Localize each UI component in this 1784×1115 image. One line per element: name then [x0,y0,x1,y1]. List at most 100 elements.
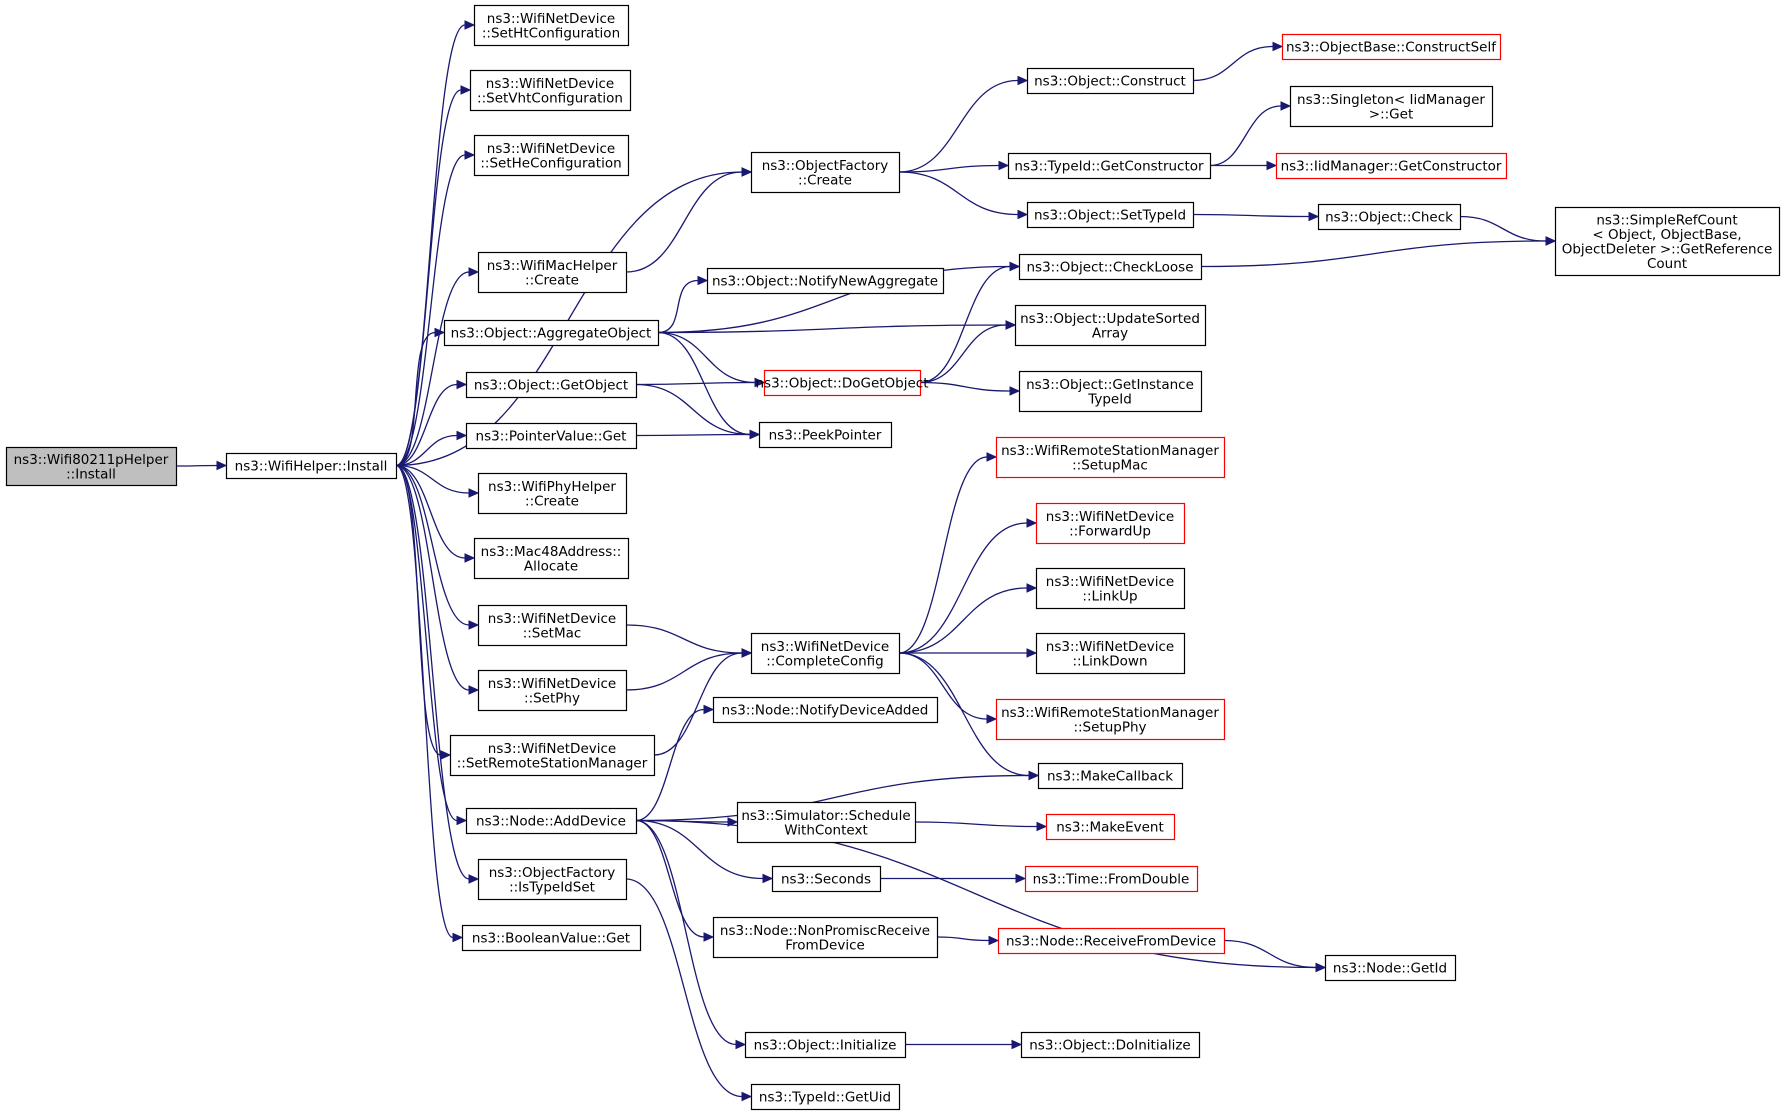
edge-line [653,652,743,756]
node-construct[interactable]: ns3::Object::Construct [1026,67,1195,95]
edge-aggregate-to-notifyagg [657,275,709,334]
edge-getobject-to-dogetobject [635,377,766,388]
node-fromdouble[interactable]: ns3::Time::FromDouble [1024,865,1199,893]
node-getobject[interactable]: ns3::Object::GetObject [465,371,638,399]
node-label: ns3::WifiNetDevice [761,639,889,655]
node-iid_getctor[interactable]: ns3::IidManager::GetConstructor [1275,152,1508,180]
edge-line [625,171,743,273]
node-wifimac_create[interactable]: ns3::WifiMacHelper::Create [477,251,628,294]
node-doinitialize[interactable]: ns3::Object::DoInitialize [1020,1031,1201,1059]
node-obj_check[interactable]: ns3::Object::Check [1317,203,1462,231]
arrowhead-icon [1009,261,1021,272]
node-boolget[interactable]: ns3::BooleanValue::Get [461,924,642,952]
node-linkup[interactable]: ns3::WifiNetDevice::LinkUp [1035,567,1186,610]
node-label: Array [1092,325,1128,341]
node-root[interactable]: ns3::Wifi80211pHelper::Install [5,446,178,487]
node-notifyagg[interactable]: ns3::Object::NotifyNewAggregate [706,267,945,295]
node-singleton_get[interactable]: ns3::Singleton< IidManager>::Get [1289,85,1494,128]
node-constructself[interactable]: ns3::ObjectBase::ConstructSelf [1281,33,1502,61]
node-getid[interactable]: ns3::Node::GetId [1324,954,1457,982]
arrowhead-icon [741,167,753,177]
node-makeevent[interactable]: ns3::MakeEvent [1045,813,1176,841]
edge-aggregate-to-dogetobject [657,331,766,388]
edge-line [395,464,470,880]
node-wh_install[interactable]: ns3::WifiHelper::Install [225,452,398,480]
node-forwardup[interactable]: ns3::WifiNetDevice::ForwardUp [1035,502,1186,545]
node-box [465,807,638,835]
edge-obj_init-to-doinitialize [904,1039,1023,1050]
node-aggregate[interactable]: ns3::Object::AggregateObject [443,319,660,347]
arrowhead-icon [741,1091,753,1102]
node-linkdown[interactable]: ns3::WifiNetDevice::LinkDown [1035,632,1186,675]
edge-line [625,878,743,1098]
node-setmac[interactable]: ns3::WifiNetDevice::SetMac [477,604,628,647]
node-dogetobject[interactable]: ns3::Object::DoGetObject [755,369,929,397]
node-box [1026,201,1195,229]
node-of_create[interactable]: ns3::ObjectFactory::Create [750,151,901,194]
node-label: ns3::Wifi80211pHelper [14,452,169,468]
node-label: Allocate [524,558,578,574]
edge-completeconfig-to-forwardup [898,518,1038,654]
edge-dogetobject-to-checkloose [919,261,1021,384]
node-label: ns3::Node::ReceiveFromDevice [1006,934,1216,950]
node-label: ::SetupPhy [1073,719,1146,735]
node-getrefcount[interactable]: ns3::SimpleRefCount< Object, ObjectBase,… [1554,206,1781,277]
node-box [477,251,628,294]
node-setrsm[interactable]: ns3::WifiNetDevice::SetRemoteStationMana… [449,734,656,777]
node-makecallback[interactable]: ns3::MakeCallback [1037,762,1184,790]
node-receivefromdev[interactable]: ns3::Node::ReceiveFromDevice [997,927,1226,955]
arrowhead-icon [703,704,715,715]
node-completeconfig[interactable]: ns3::WifiNetDevice::CompleteConfig [750,632,901,675]
node-box [473,4,630,47]
node-sethe[interactable]: ns3::WifiNetDevice::SetHeConfiguration [473,134,630,177]
arrowhead-icon [1005,320,1017,330]
edge-line [395,271,470,467]
node-seconds[interactable]: ns3::Seconds [771,865,882,893]
node-box [1317,203,1462,231]
node-label: ::SetMac [523,625,582,641]
node-notifydevadded[interactable]: ns3::Node::NotifyDeviceAdded [712,696,939,724]
node-obj_init[interactable]: ns3::Object::Initialize [744,1031,907,1059]
node-mac48[interactable]: ns3::Mac48Address::Allocate [473,537,630,580]
node-rsm_setupmac[interactable]: ns3::WifiRemoteStationManager::SetupMac [995,436,1226,479]
edge-line [395,331,436,467]
node-phy_create[interactable]: ns3::WifiPhyHelper::Create [477,472,628,515]
node-setvht[interactable]: ns3::WifiNetDevice::SetVhtConfiguration [469,69,632,112]
arrowhead-icon [464,553,476,563]
edge-wh_install-to-aggregate [395,327,446,467]
node-setht[interactable]: ns3::WifiNetDevice::SetHtConfiguration [473,4,630,47]
edge-line [395,464,470,494]
edge-line [1192,45,1274,82]
node-label: ::SetVhtConfiguration [477,90,623,106]
edge-dogetobject-to-updatesorted [919,320,1017,384]
node-label: ns3::WifiNetDevice [1046,574,1174,590]
node-pointer_get[interactable]: ns3::PointerValue::Get [465,422,638,450]
node-adddevice[interactable]: ns3::Node::AddDevice [465,807,638,835]
edge-setrsm-to-completeconfig [653,648,753,756]
edge-wh_install-to-istypeidset [395,464,480,884]
node-label: ns3::ObjectFactory [489,865,616,881]
node-label: ns3::Object::UpdateSorted [1020,311,1200,327]
node-label: ns3::PeekPointer [769,428,882,444]
node-label: ns3::Object::Check [1325,210,1453,226]
node-box [1035,567,1186,610]
node-istypeidset[interactable]: ns3::ObjectFactory::IsTypeIdSet [477,858,628,901]
node-setphy[interactable]: ns3::WifiNetDevice::SetPhy [477,669,628,712]
node-label: ns3::Object::AggregateObject [451,326,652,342]
node-rsm_setupphy[interactable]: ns3::WifiRemoteStationManager::SetupPhy [995,698,1226,741]
node-label: ns3::MakeEvent [1056,820,1164,836]
node-getconstructor[interactable]: ns3::TypeId::GetConstructor [1007,152,1212,180]
node-label: ns3::Singleton< IidManager [1297,92,1485,108]
edge-wh_install-to-sethe [395,150,476,467]
node-getuid[interactable]: ns3::TypeId::GetUid [750,1083,901,1111]
node-peekpointer[interactable]: ns3::PeekPointer [758,421,893,449]
node-settypeid[interactable]: ns3::Object::SetTypeId [1026,201,1195,229]
node-checkloose[interactable]: ns3::Object::CheckLoose [1018,253,1203,281]
node-label: ::Create [798,172,852,188]
node-label: ns3::PointerValue::Get [476,429,627,445]
node-label: ns3::Object::DoInitialize [1029,1038,1191,1054]
